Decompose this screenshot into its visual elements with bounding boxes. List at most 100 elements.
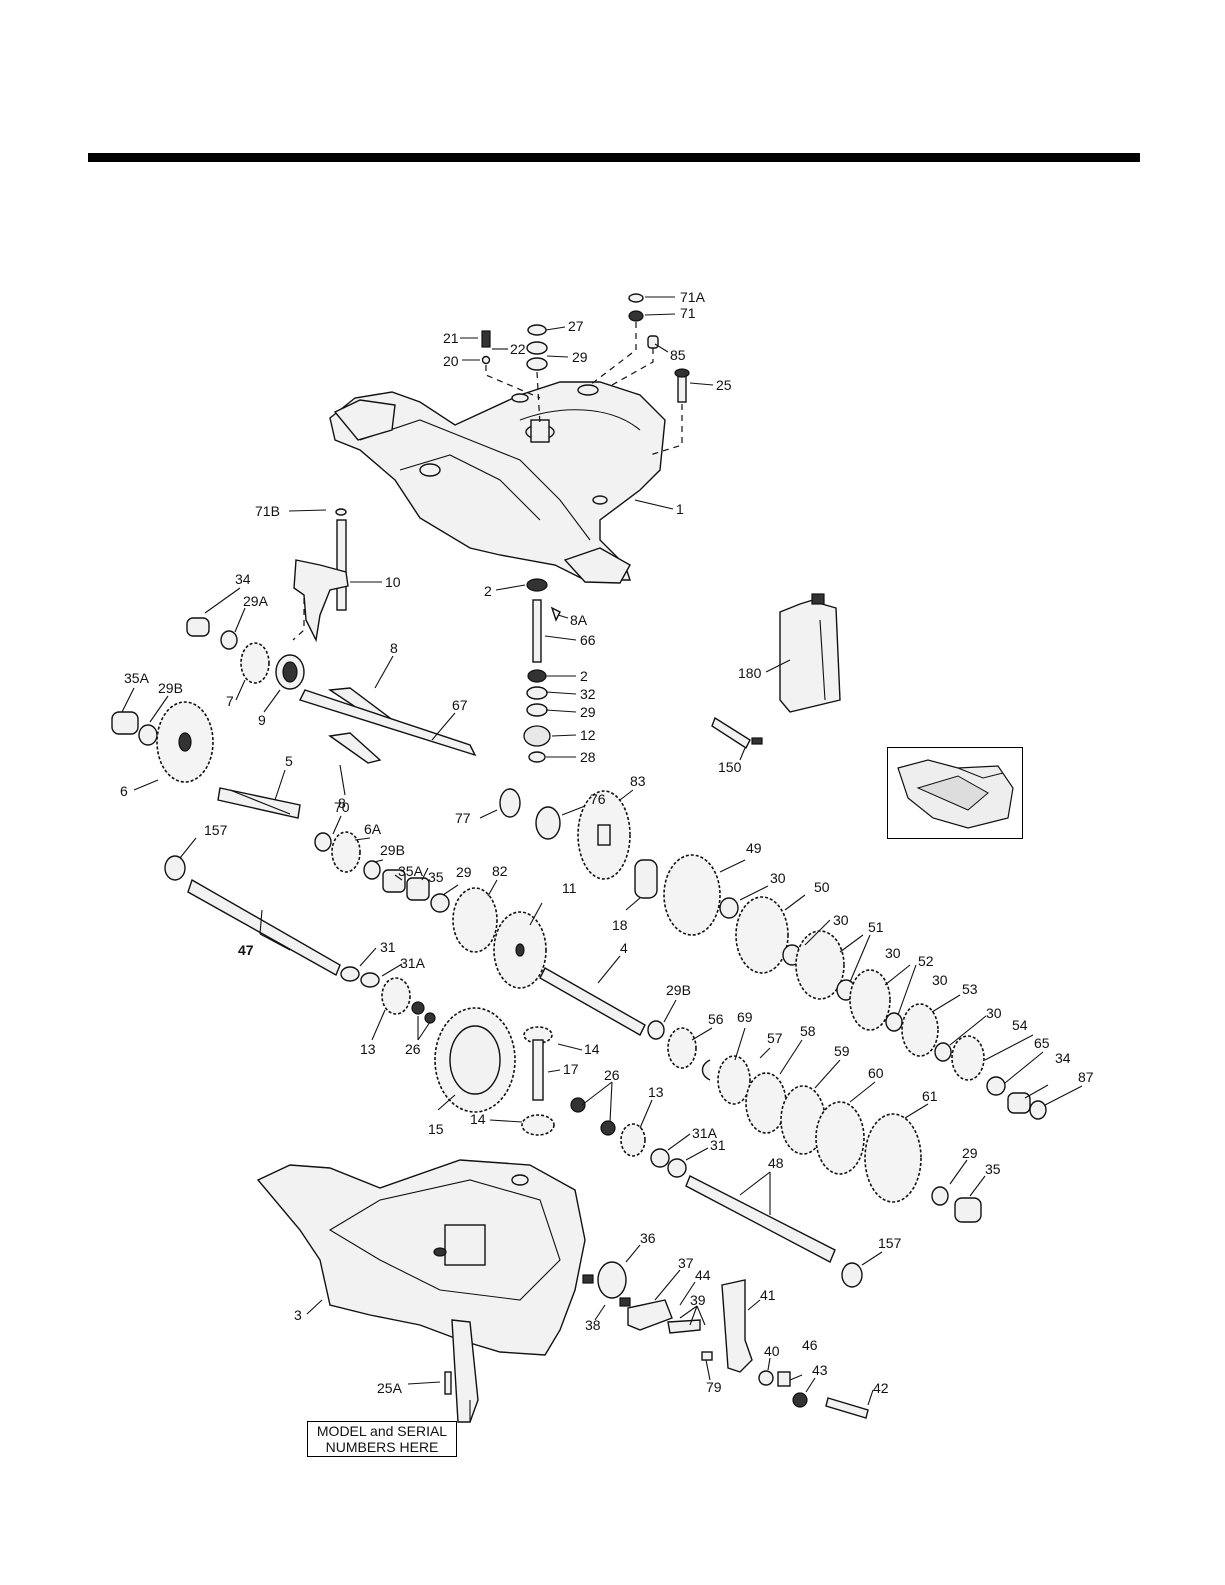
callout-71A: 71A (680, 289, 706, 305)
upper-housing (329, 381, 666, 584)
callout-26-b: 26 (604, 1067, 620, 1083)
shift-linkage (582, 1261, 869, 1419)
callout-44: 44 (695, 1267, 711, 1283)
callout-32: 32 (580, 686, 596, 702)
callout-47: 47 (238, 942, 254, 958)
callout-150: 150 (718, 759, 742, 775)
callout-30-e: 30 (986, 1005, 1002, 1021)
callout-57: 57 (767, 1030, 783, 1046)
callout-37: 37 (678, 1255, 694, 1271)
center-shaft-stack (523, 578, 561, 763)
callout-3: 3 (294, 1307, 302, 1323)
callout-66: 66 (580, 632, 596, 648)
callout-52: 52 (918, 953, 934, 969)
callout-43: 43 (812, 1362, 828, 1378)
callout-6A: 6A (364, 821, 382, 837)
callout-35-mid: 35 (428, 869, 444, 885)
callout-30-c: 30 (885, 945, 901, 961)
callout-14-a: 14 (584, 1041, 600, 1057)
callout-157-left: 157 (204, 822, 228, 838)
callout-48: 48 (768, 1155, 784, 1171)
oil-bottle (779, 593, 841, 713)
callout-29-lower: 29 (456, 864, 472, 880)
callout-31-a: 31 (380, 939, 396, 955)
callout-70: 70 (334, 799, 350, 815)
assembly-thumbnail (897, 759, 1014, 829)
callout-87: 87 (1078, 1069, 1094, 1085)
callout-20: 20 (443, 353, 459, 369)
callout-30-d: 30 (932, 972, 948, 988)
callout-34-left: 34 (235, 571, 251, 587)
callout-31A-a: 31A (400, 955, 426, 971)
callout-59: 59 (834, 1043, 850, 1059)
callout-14-b: 14 (470, 1111, 486, 1127)
lower-housing (256, 1159, 586, 1423)
callout-30-b: 30 (833, 912, 849, 928)
callout-51: 51 (868, 919, 884, 935)
callout-39: 39 (690, 1292, 706, 1308)
callout-12: 12 (580, 727, 596, 743)
callout-4: 4 (620, 940, 628, 956)
callout-29A: 29A (243, 593, 269, 609)
callout-53: 53 (962, 981, 978, 997)
callout-69: 69 (737, 1009, 753, 1025)
callout-29-top: 29 (572, 349, 588, 365)
assembly-thumbnail-box (887, 747, 1023, 839)
callout-8A: 8A (570, 612, 588, 628)
callout-56: 56 (708, 1011, 724, 1027)
callout-leaders (121, 296, 1083, 1422)
callout-31A-b: 31A (692, 1125, 718, 1141)
callout-17: 17 (563, 1061, 579, 1077)
callout-77: 77 (455, 810, 471, 826)
callout-67: 67 (452, 697, 468, 713)
callout-38: 38 (585, 1317, 601, 1333)
model-serial-line2: NUMBERS HERE (325, 1439, 439, 1455)
grease-tube (711, 716, 763, 750)
callout-25A: 25A (377, 1380, 403, 1396)
callout-58: 58 (800, 1023, 816, 1039)
upper-fasteners (481, 293, 690, 456)
callout-46: 46 (802, 1337, 818, 1353)
callout-25: 25 (716, 377, 732, 393)
callout-2-top: 2 (484, 583, 492, 599)
callout-15: 15 (428, 1121, 444, 1137)
callout-29-mid: 29 (580, 704, 596, 720)
callout-13-b: 13 (648, 1084, 664, 1100)
callout-29B-mid: 29B (380, 842, 405, 858)
callout-76: 76 (590, 791, 606, 807)
callout-5: 5 (285, 753, 293, 769)
callout-2-mid: 2 (580, 668, 588, 684)
callout-10: 10 (385, 574, 401, 590)
callout-13-a: 13 (360, 1041, 376, 1057)
callout-79: 79 (706, 1379, 722, 1395)
callout-50: 50 (814, 879, 830, 895)
callout-11: 11 (562, 880, 577, 896)
callout-29B-right: 29B (666, 982, 691, 998)
callout-18: 18 (612, 917, 628, 933)
callout-22: 22 (510, 341, 526, 357)
callout-35A-left: 35A (124, 670, 150, 686)
callout-82: 82 (492, 863, 508, 879)
callout-60: 60 (868, 1065, 884, 1081)
callout-49: 49 (746, 840, 762, 856)
callout-8-top: 8 (390, 640, 398, 656)
callout-labels: 71A 71 27 21 22 29 20 85 25 1 71B 10 2 3… (120, 289, 1094, 1396)
callout-42: 42 (873, 1380, 889, 1396)
callout-54: 54 (1012, 1017, 1028, 1033)
callout-35A-mid: 35A (398, 863, 424, 879)
shift-fork (292, 508, 349, 643)
callout-40: 40 (764, 1343, 780, 1359)
callout-61: 61 (922, 1088, 938, 1104)
callout-65: 65 (1034, 1035, 1050, 1051)
callout-8-bot: 8 (338, 795, 346, 811)
callout-1: 1 (676, 501, 684, 517)
callout-157-right: 157 (878, 1235, 902, 1251)
right-gear-stack (663, 854, 1047, 1120)
callout-28: 28 (580, 749, 596, 765)
callout-6: 6 (120, 783, 128, 799)
callout-30-a: 30 (770, 870, 786, 886)
model-serial-label: MODEL and SERIAL NUMBERS HERE (307, 1421, 457, 1457)
callout-21: 21 (443, 330, 459, 346)
left-gear-cluster (111, 617, 547, 1024)
callout-34-right: 34 (1055, 1050, 1071, 1066)
